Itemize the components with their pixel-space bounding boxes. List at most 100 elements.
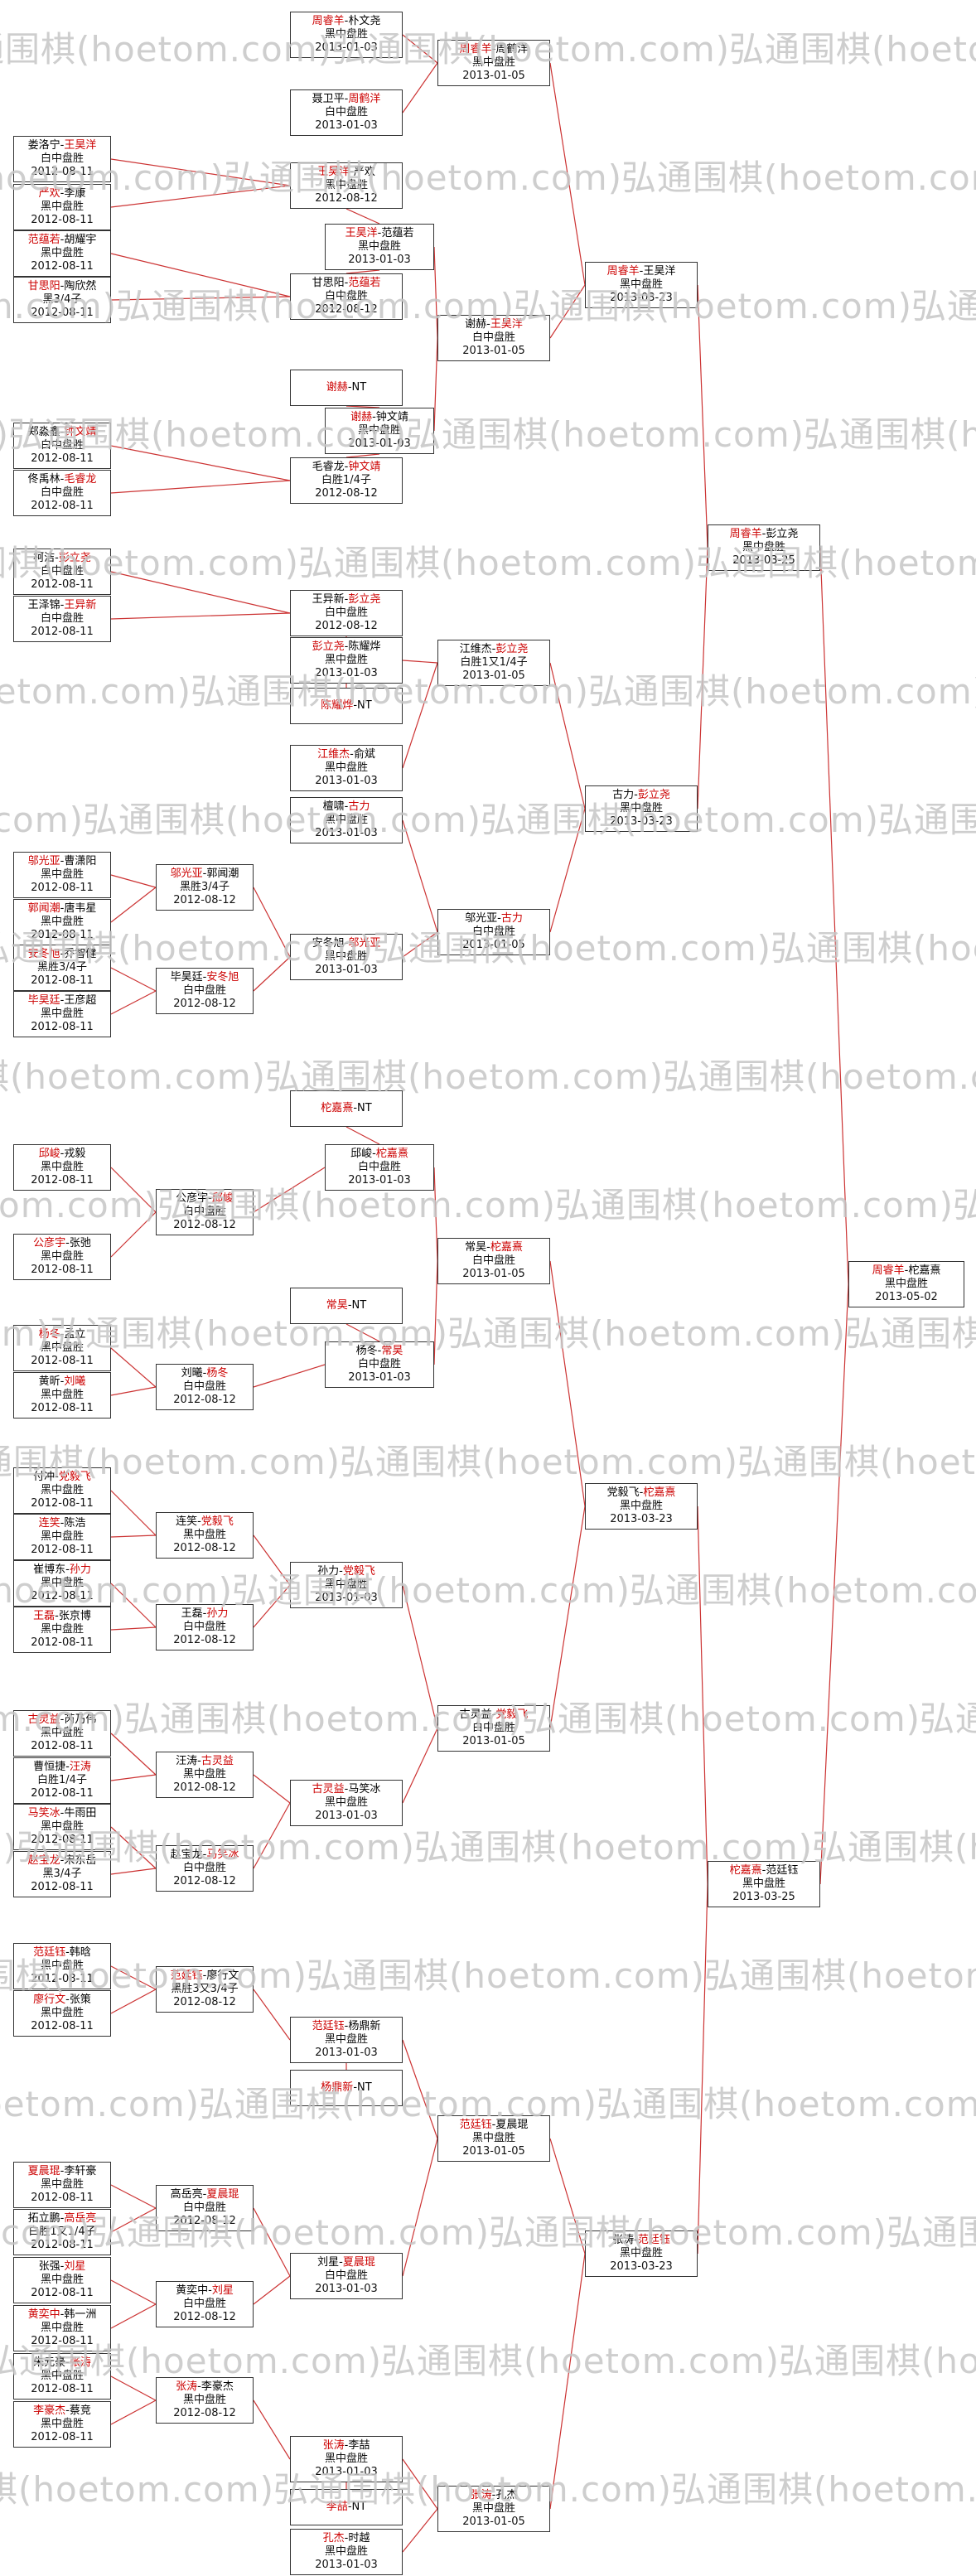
match-box[interactable]: 谢赫-王昊洋 白中盘胜 2013-01-05 xyxy=(437,315,550,361)
match-box[interactable]: 毕昊廷-安冬旭 白中盘胜 2012-08-12 xyxy=(156,968,254,1014)
match-box[interactable]: 邱峻-柁嘉熹 白中盘胜 2013-01-03 xyxy=(325,1144,434,1191)
match-box[interactable]: 杨冬-常昊 白中盘胜 2013-01-03 xyxy=(325,1341,434,1388)
match-box[interactable]: 黄昕-刘曦 黑中盘胜 2012-08-11 xyxy=(13,1372,111,1418)
match-box[interactable]: 古灵益-芮乃伟 黑中盘胜 2012-08-11 xyxy=(13,1710,111,1757)
pairing-separator: - xyxy=(639,265,644,278)
match-box[interactable]: 郭闻潮-唐韦星 黑中盘胜 2012-08-11 xyxy=(13,899,111,945)
match-pairing: 江维杰-俞斌 xyxy=(291,748,402,761)
match-result: 黑中盘胜 xyxy=(40,1960,84,1972)
match-box[interactable]: 周睿羊-朴文尧 黑中盘胜 2013-01-03 xyxy=(290,12,403,58)
match-box[interactable]: 杨鼎新-NT xyxy=(290,2070,403,2106)
player-2-name: 杨冬 xyxy=(206,1367,229,1380)
match-box[interactable]: 谢赫-NT xyxy=(290,370,403,406)
match-box[interactable]: 崔博东-孙力 黑中盘胜 2012-08-11 xyxy=(13,1560,111,1607)
match-pairing: 王异新-彭立尧 xyxy=(291,593,402,607)
match-box[interactable]: 付冲-党毅飞 黑中盘胜 2012-08-11 xyxy=(13,1467,111,1514)
match-box[interactable]: 张强-刘星 黑中盘胜 2012-08-11 xyxy=(13,2257,111,2303)
match-box[interactable]: 王昊洋-严欢 黑中盘胜 2012-08-12 xyxy=(290,162,403,209)
match-box[interactable]: 柁嘉熹-NT xyxy=(290,1090,403,1127)
match-box[interactable]: 周睿羊-彭立尧 黑中盘胜 2013-03-25 xyxy=(708,524,820,571)
match-box[interactable]: 古灵益-马笑冰 黑中盘胜 2013-01-03 xyxy=(290,1780,403,1826)
match-box[interactable]: 柁嘉熹-范廷钰 黑中盘胜 2013-03-25 xyxy=(708,1861,820,1907)
match-box[interactable]: 谢赫-钟文靖 黑中盘胜 2013-01-03 xyxy=(325,408,434,454)
match-box[interactable]: 古力-彭立尧 黑中盘胜 2013-03-23 xyxy=(585,785,698,832)
match-date: 2012-08-12 xyxy=(173,2215,236,2227)
match-box[interactable]: 佟禹林-毛睿龙 白中盘胜 2012-08-11 xyxy=(13,470,111,516)
match-box[interactable]: 夏晨琨-李轩豪 黑中盘胜 2012-08-11 xyxy=(13,2162,111,2208)
match-box[interactable]: 柯洁-彭立尧 白中盘胜 2012-08-11 xyxy=(13,549,111,595)
match-box[interactable]: 郑淼鑫-钟文靖 白中盘胜 2012-08-11 xyxy=(13,423,111,469)
match-result: 白中盘胜 xyxy=(182,1380,226,1393)
match-box[interactable]: 公彦宇-张弛 黑中盘胜 2012-08-11 xyxy=(13,1234,111,1280)
match-box[interactable]: 朱元豪-张涛 黑中盘胜 2012-08-11 xyxy=(13,2353,111,2400)
match-box[interactable]: 范廷钰-夏晨琨 黑中盘胜 2013-01-05 xyxy=(437,2115,550,2162)
match-box[interactable]: 孙力-党毅飞 黑中盘胜 2013-01-03 xyxy=(290,1562,403,1608)
match-box[interactable]: 王昊洋-范蕴若 黑中盘胜 2013-01-03 xyxy=(325,224,434,270)
match-box[interactable]: 聂卫平-周鹤洋 白中盘胜 2013-01-03 xyxy=(290,89,403,136)
match-box[interactable]: 安冬旭-乔智健 黑胜3/4子 2012-08-11 xyxy=(13,945,111,991)
match-box[interactable]: 严欢-李康 黑中盘胜 2012-08-11 xyxy=(13,184,111,230)
match-box[interactable]: 张涛-李豪杰 黑中盘胜 2012-08-12 xyxy=(156,2377,254,2424)
match-box[interactable]: 连笑-陈浩 黑中盘胜 2012-08-11 xyxy=(13,1514,111,1560)
bracket-connector xyxy=(110,1826,157,1869)
match-box[interactable]: 甘思阳-陶欣然 黑3/4子 2012-08-11 xyxy=(13,277,111,323)
match-box[interactable]: 杨冬-孟立 黑中盘胜 2012-08-11 xyxy=(13,1325,111,1371)
match-box[interactable]: 党毅飞-柁嘉熹 黑中盘胜 2013-03-23 xyxy=(585,1483,698,1530)
match-box[interactable]: 周睿羊-周鹤洋 黑中盘胜 2013-01-05 xyxy=(437,40,550,86)
match-box[interactable]: 江维杰-彭立尧 白胜1又1/4子 2013-01-05 xyxy=(437,640,550,686)
match-box[interactable]: 高岳亮-夏晨琨 白中盘胜 2012-08-12 xyxy=(156,2185,254,2231)
match-box[interactable]: 古灵益-党毅飞 白中盘胜 2013-01-05 xyxy=(437,1705,550,1752)
match-box[interactable]: 孔杰-时越 黑中盘胜 2013-01-03 xyxy=(290,2529,403,2575)
match-date: 2012-08-11 xyxy=(31,2287,94,2299)
match-box[interactable]: 赵宝龙-宋东岳 黑3/4子 2012-08-11 xyxy=(13,1851,111,1897)
match-box[interactable]: 邬光亚-曹潇阳 黑中盘胜 2012-08-11 xyxy=(13,852,111,898)
match-box[interactable]: 公彦宇-邱峻 白中盘胜 2012-08-12 xyxy=(156,1189,254,1235)
match-box[interactable]: 黄奕中-韩一洲 黑中盘胜 2012-08-11 xyxy=(13,2305,111,2351)
match-result: 白中盘胜 xyxy=(182,1862,226,1874)
match-box[interactable]: 邬光亚-郭闻潮 黑胜3/4子 2012-08-12 xyxy=(156,864,254,911)
match-box[interactable]: 张涛-范廷钰 黑中盘胜 2013-03-23 xyxy=(585,2230,698,2277)
match-box[interactable]: 王泽锦-王异新 白中盘胜 2012-08-11 xyxy=(13,596,111,642)
match-box[interactable]: 毛睿龙-钟文靖 白胜1/4子 2012-08-12 xyxy=(290,457,403,504)
match-box[interactable]: 常昊-柁嘉熹 白中盘胜 2013-01-05 xyxy=(437,1238,550,1284)
match-box[interactable]: 檀啸-古力 黑中盘胜 2013-01-03 xyxy=(290,797,403,843)
match-box[interactable]: 马笑冰-牛雨田 黑中盘胜 2012-08-11 xyxy=(13,1804,111,1850)
match-box[interactable]: 周睿羊-王昊洋 黑中盘胜 2013-03-23 xyxy=(585,262,698,308)
match-date: 2012-08-11 xyxy=(31,1264,94,1276)
match-box[interactable]: 王异新-彭立尧 白中盘胜 2012-08-12 xyxy=(290,590,403,636)
match-box[interactable]: 廖行文-张策 黑中盘胜 2012-08-11 xyxy=(13,1990,111,2037)
match-pairing: 高岳亮-夏晨琨 xyxy=(157,2188,253,2201)
match-date: 2012-08-11 xyxy=(31,1497,94,1510)
match-box[interactable]: 常昊-NT xyxy=(290,1288,403,1324)
match-box[interactable]: 邬光亚-古力 白中盘胜 2013-01-05 xyxy=(437,909,550,955)
match-box[interactable]: 李喆-NT xyxy=(290,2489,403,2525)
match-box[interactable]: 刘曦-杨冬 白中盘胜 2012-08-12 xyxy=(156,1364,254,1410)
match-box[interactable]: 赵宝龙-马笑冰 白中盘胜 2012-08-12 xyxy=(156,1845,254,1892)
match-box[interactable]: 刘星-夏晨琨 白中盘胜 2013-01-03 xyxy=(290,2253,403,2299)
match-box[interactable]: 毕昊廷-王彦超 黑中盘胜 2012-08-11 xyxy=(13,991,111,1037)
player-1-name: 彭立尧 xyxy=(312,640,345,653)
match-box[interactable]: 安冬旭-邬光亚 黑中盘胜 2013-01-03 xyxy=(290,934,403,980)
match-box[interactable]: 汪涛-古灵益 黑中盘胜 2012-08-12 xyxy=(156,1752,254,1798)
match-box[interactable]: 张涛-李喆 黑中盘胜 2013-01-03 xyxy=(290,2436,403,2482)
match-box[interactable]: 范廷钰-廖行文 黑胜3又3/4子 2012-08-12 xyxy=(156,1966,254,2013)
match-box[interactable]: 周睿羊-柁嘉熹 黑中盘胜 2013-05-02 xyxy=(848,1261,964,1307)
match-box[interactable]: 拓立鹏-高岳亮 白胜1又1/4子 2012-08-11 xyxy=(13,2209,111,2255)
match-box[interactable]: 娄洛宁-王昊洋 白中盘胜 2012-08-11 xyxy=(13,136,111,182)
match-box[interactable]: 江维杰-俞斌 黑中盘胜 2013-01-03 xyxy=(290,745,403,791)
match-box[interactable]: 范廷钰-杨鼎新 黑中盘胜 2013-01-03 xyxy=(290,2017,403,2063)
match-box[interactable]: 曹恒捷-汪涛 白胜1/4子 2012-08-11 xyxy=(13,1757,111,1804)
match-box[interactable]: 范蕴若-胡耀宇 黑中盘胜 2012-08-11 xyxy=(13,230,111,277)
match-box[interactable]: 王磊-孙力 白中盘胜 2012-08-12 xyxy=(156,1604,254,1650)
match-box[interactable]: 连笑-党毅飞 黑中盘胜 2012-08-12 xyxy=(156,1512,254,1559)
match-box[interactable]: 王磊-张京博 黑中盘胜 2012-08-11 xyxy=(13,1607,111,1653)
match-box[interactable]: 张涛-孔杰 黑中盘胜 2013-01-05 xyxy=(437,2486,550,2532)
match-box[interactable]: 黄奕中-刘星 白中盘胜 2012-08-12 xyxy=(156,2281,254,2327)
match-box[interactable]: 彭立尧-陈耀烨 黑中盘胜 2013-01-03 xyxy=(290,637,403,684)
match-box[interactable]: 邱峻-戎毅 黑中盘胜 2012-08-11 xyxy=(13,1144,111,1191)
match-box[interactable]: 甘思阳-范蕴若 白中盘胜 2012-08-12 xyxy=(290,273,403,320)
match-date: 2012-08-11 xyxy=(31,166,94,178)
match-box[interactable]: 范廷钰-韩晗 黑中盘胜 2012-08-11 xyxy=(13,1943,111,1989)
match-box[interactable]: 李豪杰-蔡竞 黑中盘胜 2012-08-11 xyxy=(13,2401,111,2448)
match-box[interactable]: 陈耀烨-NT xyxy=(290,688,403,724)
